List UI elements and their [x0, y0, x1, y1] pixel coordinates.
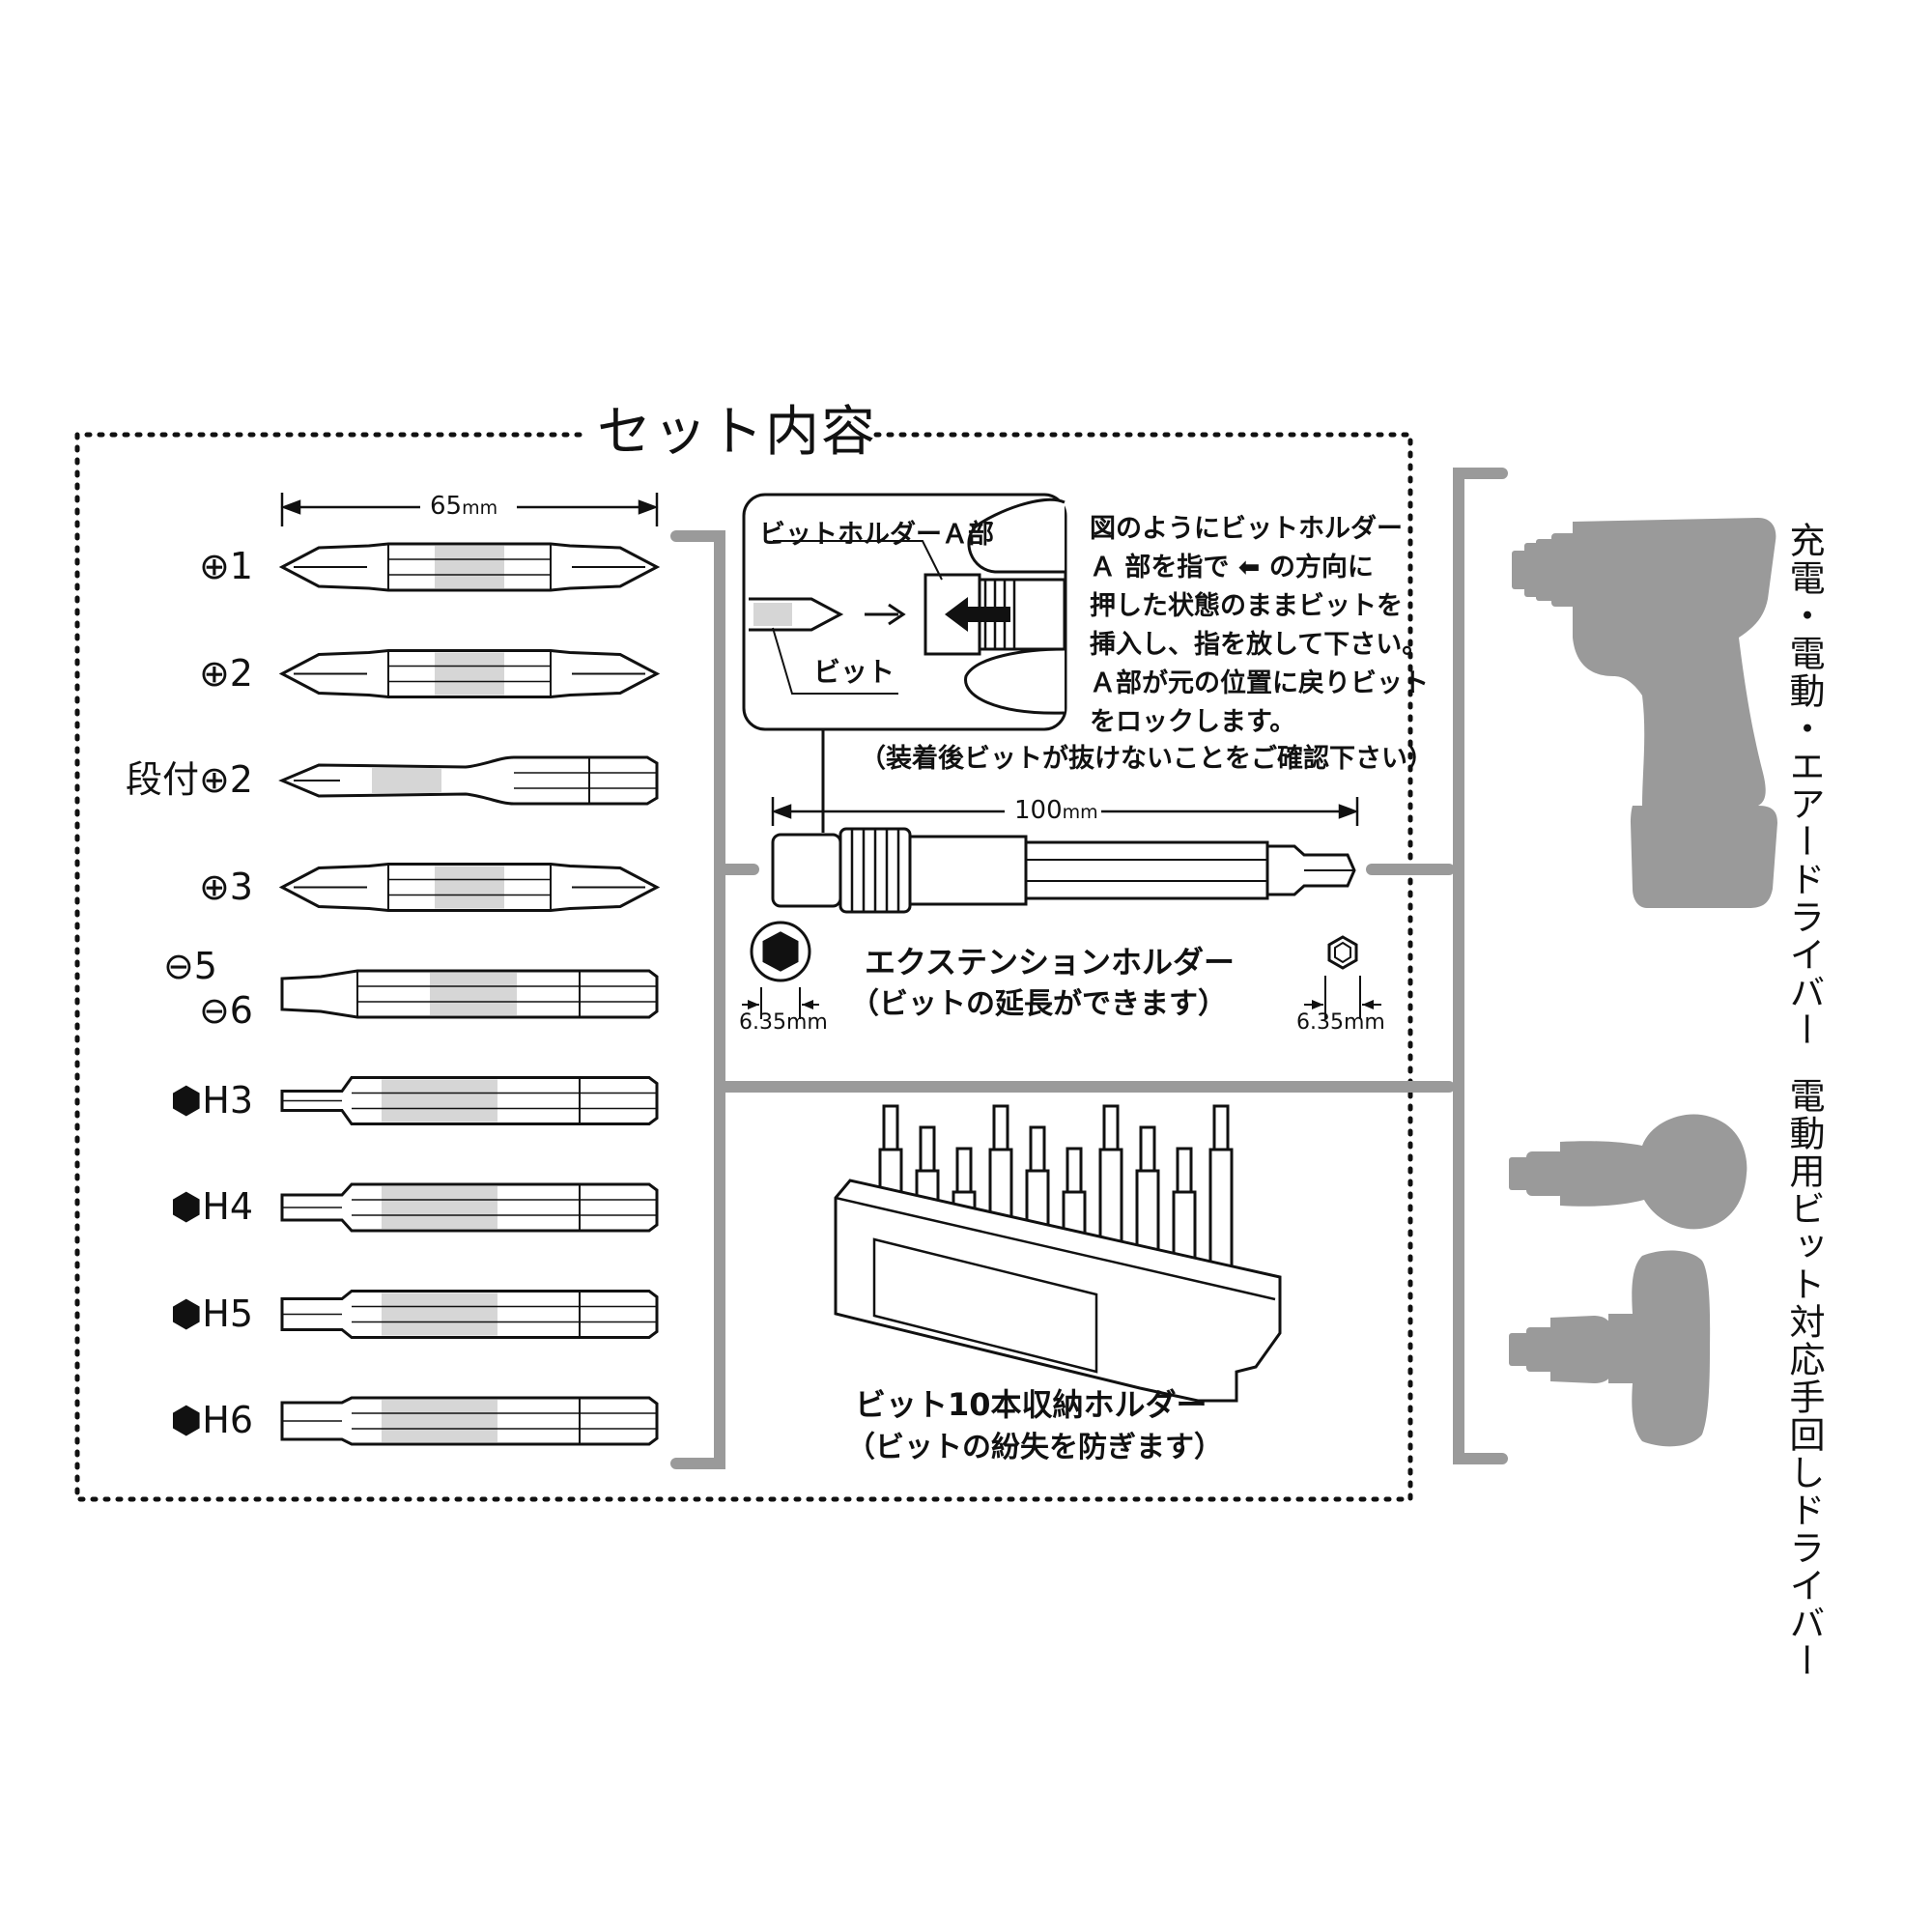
bit-label-2: ⊕2: [198, 651, 253, 695]
bit-1-double-phillips: [278, 542, 661, 592]
set-frame: [74, 432, 1413, 1502]
t-handle-driver-icon: [1509, 1250, 1711, 1447]
tool-silhouettes: [1509, 518, 1777, 1447]
bit-4-double-phillips: [278, 863, 661, 912]
bit-2-double-phillips: [278, 649, 661, 698]
bit-label: ビット: [813, 656, 895, 688]
extension-holder-name: エクステンションホルダー: [865, 944, 1236, 980]
holder-callout-bubble: [742, 493, 1067, 833]
bit-label-7: ⬢H4: [170, 1185, 253, 1228]
power-tools-compat: 充電・電動・エアードライバー: [1783, 522, 1825, 1049]
extension-length-label: 100mm: [1014, 796, 1098, 825]
grouping-brackets: [670, 468, 1508, 1469]
manual-tools-compat: 電動用ビット対応手回しドライバー: [1783, 1077, 1825, 1680]
bit-length-label: 65mm: [430, 492, 498, 521]
bit-drawings: [278, 542, 661, 1446]
extension-holder-description: （ビットの延長ができます）: [850, 987, 1227, 1021]
bit-8-hex: [280, 1290, 659, 1339]
bit-label-5: ⊖5: [162, 945, 217, 987]
bit-6-hex: [280, 1076, 659, 1125]
bit-label-1: ⊕1: [198, 545, 253, 587]
bit-3-stepped-phillips: [278, 755, 659, 806]
storage-holder-drawing: [834, 1104, 1282, 1403]
caution-note: （装着後ビットが抜けないことをご確認下さい）: [860, 744, 1434, 774]
extension-holder-drawing: [742, 797, 1381, 1019]
bit-label-6: ⬢H3: [170, 1078, 253, 1122]
storage-holder-name: ビット10本収納ホルダー: [855, 1386, 1208, 1423]
insertion-instructions: 図のようにビットホルダー Ａ 部を指で ⬅ の方向に 押した状態のままビットを …: [1090, 514, 1429, 737]
bit-label-4: ⊕3: [198, 865, 253, 908]
bit-7-hex: [280, 1182, 659, 1233]
bit-length-dimension: [280, 493, 659, 526]
bit-9-hex: [280, 1396, 659, 1446]
storage-holder-description: （ビットの紛失を防ぎます）: [846, 1431, 1223, 1464]
bit-label-3: 段付⊕2: [125, 758, 253, 801]
bit-5-slotted: [280, 969, 659, 1019]
bit-label-8: ⬢H5: [170, 1292, 253, 1335]
bit-label-9: ⬢H6: [170, 1399, 253, 1441]
holder-part-label: ビットホルダーＡ部: [759, 520, 994, 550]
page-title: セット内容: [597, 401, 877, 464]
ratchet-driver-icon: [1509, 1114, 1747, 1230]
impact-driver-icon: [1512, 518, 1777, 908]
bit-label-5-b: ⊖6: [198, 989, 253, 1032]
socket-size-label: 6.35mm: [739, 1010, 828, 1035]
shank-size-label: 6.35mm: [1296, 1010, 1385, 1035]
